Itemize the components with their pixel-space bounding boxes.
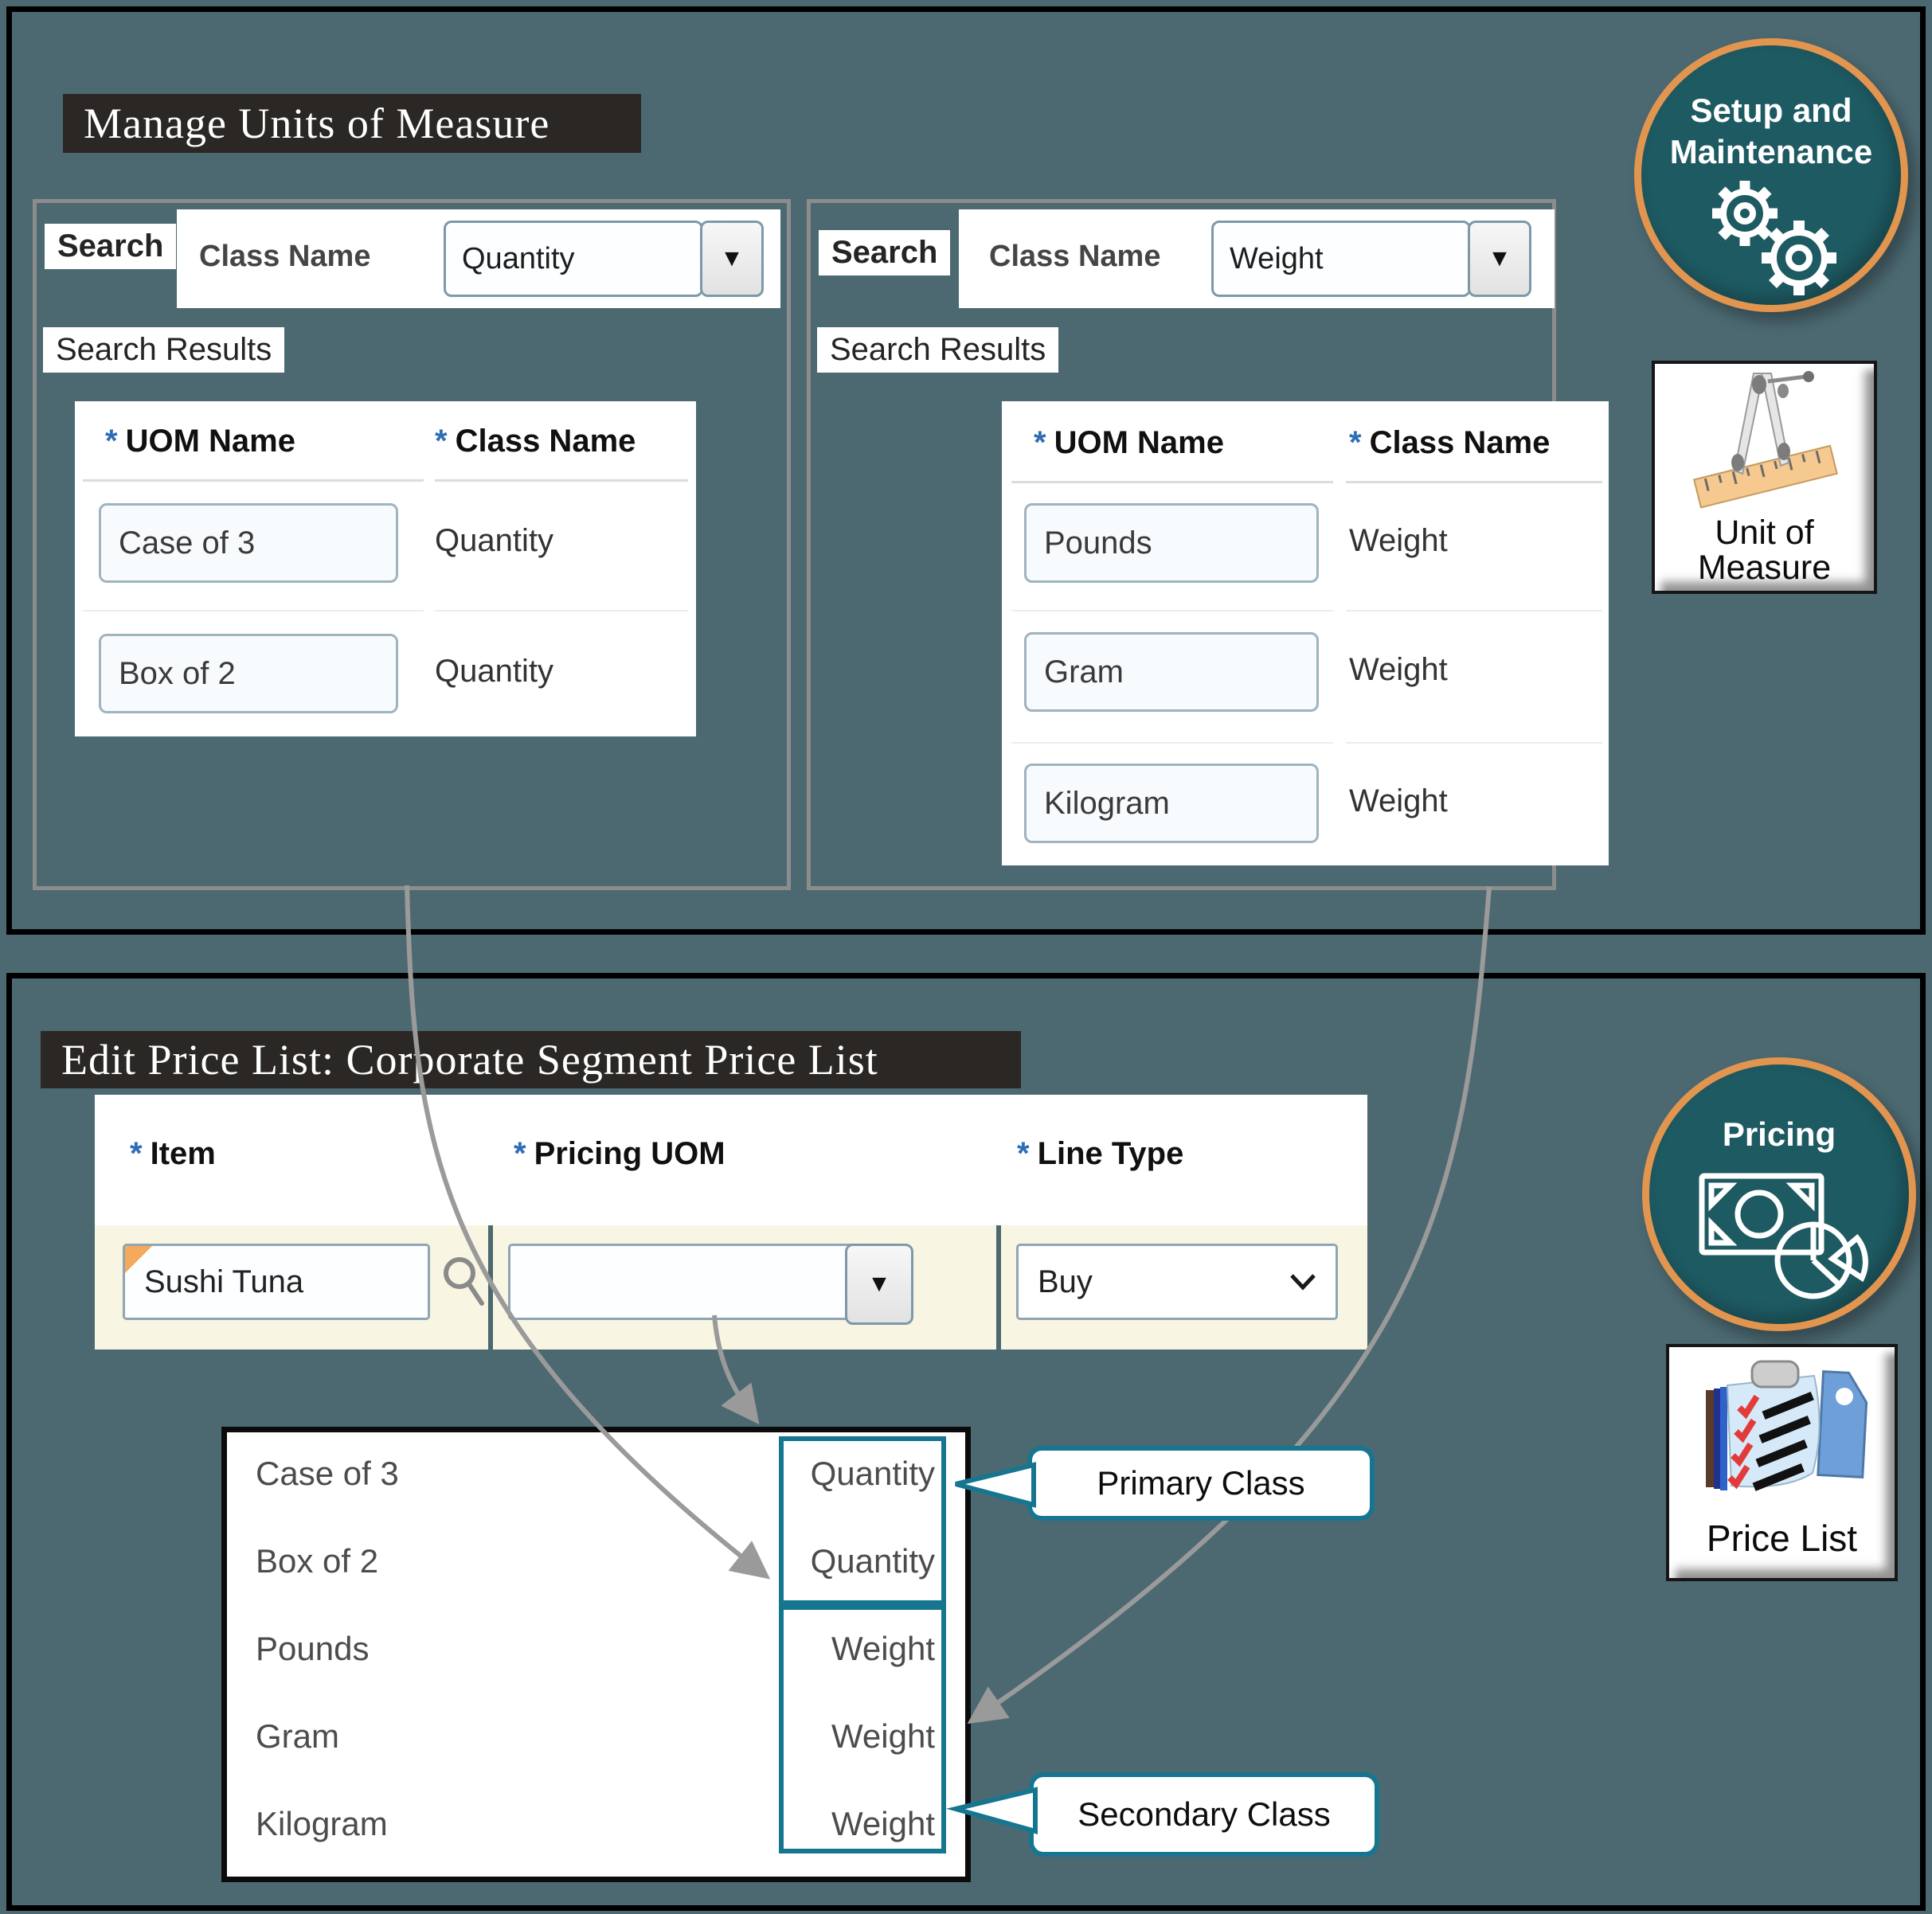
page-title-text: Manage Units of Measure — [84, 100, 550, 147]
badge-label: Setup and — [1690, 92, 1852, 129]
button-label: Price List — [1706, 1518, 1858, 1559]
list-item[interactable]: Kilogram — [256, 1805, 388, 1842]
quantity-search-panel: Search Class Name Quantity ▼ Search Resu… — [33, 199, 791, 890]
class-name-label: Class Name — [989, 240, 1161, 273]
button-label: Unit of — [1715, 514, 1814, 552]
class-value-cell: Weight — [1349, 783, 1448, 818]
primary-class-callout: Primary Class — [1027, 1446, 1375, 1521]
required-asterisk: * — [1349, 425, 1362, 460]
caliper-icon — [1693, 371, 1838, 509]
class-value-cell: Quantity — [435, 523, 553, 558]
manage-uom-section: Manage Units of Measure Search Class Nam… — [6, 6, 1926, 935]
list-item[interactable]: Gram — [256, 1717, 339, 1755]
edited-cell-flag — [125, 1246, 153, 1274]
quantity-results-table: *UOM Name *Class Name Case of 3 Quantity… — [75, 401, 696, 736]
weight-search-panel: Search Class Name Weight ▼ Search Result… — [807, 199, 1609, 890]
class-name-strip: Class Name Quantity ▼ — [177, 209, 780, 308]
item-column-header: *Item — [130, 1136, 216, 1171]
chevron-down-icon — [1290, 1274, 1316, 1291]
class-name-dropdown-button[interactable]: ▼ — [700, 221, 764, 297]
dropdown-arrow-icon: ▼ — [1488, 245, 1512, 271]
gears-icon — [1712, 181, 1836, 295]
required-asterisk: * — [1034, 425, 1046, 460]
class-name-dropdown-field[interactable]: Quantity — [444, 221, 703, 297]
class-name-value: Quantity — [462, 241, 575, 275]
search-results-label: Search Results — [43, 327, 285, 373]
class-name-dropdown-button[interactable]: ▼ — [1468, 221, 1531, 297]
row-divider — [83, 610, 424, 611]
search-label: Search — [45, 224, 177, 269]
secondary-class-callout: Secondary Class — [1029, 1772, 1379, 1857]
uom-name-input[interactable]: Gram — [1024, 632, 1319, 712]
class-name-label: Class Name — [199, 240, 371, 273]
required-asterisk: * — [130, 1136, 143, 1171]
badge-label: Pricing — [1722, 1115, 1836, 1153]
item-input[interactable]: Sushi Tuna — [123, 1244, 430, 1320]
secondary-class-box — [779, 1605, 946, 1853]
class-value-cell: Weight — [1349, 652, 1448, 687]
setup-and-maintenance-badge[interactable]: Setup and Maintenance — [1634, 38, 1908, 312]
class-value-cell: Weight — [1349, 523, 1448, 558]
class-name-dropdown-field[interactable]: Weight — [1211, 221, 1471, 297]
row-divider — [1011, 610, 1333, 611]
uom-name-header: *UOM Name — [1034, 425, 1224, 460]
row-divider — [1011, 742, 1333, 744]
line-type-select[interactable]: Buy — [1016, 1244, 1338, 1320]
class-value: Weight — [831, 1630, 935, 1667]
search-results-label: Search Results — [817, 327, 1059, 373]
row-divider — [1346, 742, 1602, 744]
class-value: Quantity — [810, 1455, 935, 1492]
class-value: Weight — [831, 1717, 935, 1755]
header-divider — [1011, 481, 1333, 483]
required-asterisk: * — [1017, 1136, 1030, 1171]
row-divider — [435, 610, 688, 611]
class-name-header: *Class Name — [1349, 425, 1551, 460]
class-name-strip: Class Name Weight ▼ — [959, 209, 1555, 308]
required-asterisk: * — [435, 424, 448, 459]
list-item[interactable]: Pounds — [256, 1630, 370, 1667]
header-divider — [435, 479, 688, 482]
row-divider — [1346, 610, 1602, 611]
money-pie-icon — [1699, 1173, 1868, 1299]
required-asterisk: * — [514, 1136, 526, 1171]
page-title-text: Edit Price List: Corporate Segment Price… — [61, 1036, 878, 1084]
class-name-header: *Class Name — [435, 424, 636, 459]
search-icon[interactable] — [440, 1256, 491, 1310]
dropdown-arrow-icon: ▼ — [867, 1271, 891, 1297]
pricing-uom-dropdown-field[interactable] — [508, 1244, 866, 1320]
price-list-button[interactable]: Price List — [1666, 1344, 1898, 1581]
header-divider — [83, 479, 424, 482]
pricing-uom-column-header: *Pricing UOM — [514, 1136, 725, 1171]
required-asterisk: * — [105, 424, 118, 459]
list-item[interactable]: Case of 3 — [256, 1455, 399, 1492]
class-value: Weight — [831, 1805, 935, 1842]
uom-dropdown-list: Case of 3 Box of 2 Pounds Gram Kilogram … — [221, 1427, 971, 1882]
page-title-edit-price-list: Edit Price List: Corporate Segment Price… — [41, 1031, 1021, 1088]
uom-name-header: *UOM Name — [105, 424, 295, 459]
pricing-badge[interactable]: Pricing — [1642, 1057, 1916, 1331]
search-label: Search — [819, 230, 951, 275]
primary-class-box — [779, 1436, 946, 1605]
pricing-uom-dropdown-button[interactable]: ▼ — [845, 1244, 913, 1325]
line-type-column-header: *Line Type — [1017, 1136, 1184, 1171]
header-divider — [1346, 481, 1602, 483]
button-label: Measure — [1697, 549, 1832, 587]
page-title-manage-uom: Manage Units of Measure — [63, 94, 641, 153]
uom-name-input[interactable]: Box of 2 — [99, 634, 398, 713]
class-value: Quantity — [810, 1542, 935, 1580]
uom-name-input[interactable]: Case of 3 — [99, 503, 398, 583]
unit-of-measure-button[interactable]: Unit of Measure — [1652, 361, 1877, 594]
price-list-form-header: *Item *Pricing UOM *Line Type — [95, 1095, 1367, 1225]
dropdown-arrow-icon: ▼ — [720, 245, 744, 271]
badge-label: Maintenance — [1669, 133, 1873, 170]
clipboard-tag-icon — [1706, 1360, 1868, 1491]
class-name-value: Weight — [1230, 241, 1324, 275]
uom-name-input[interactable]: Pounds — [1024, 503, 1319, 583]
list-item[interactable]: Box of 2 — [256, 1542, 379, 1580]
class-value-cell: Quantity — [435, 654, 553, 689]
weight-results-table: *UOM Name *Class Name Pounds Weight Gram… — [1002, 401, 1609, 865]
uom-name-input[interactable]: Kilogram — [1024, 764, 1319, 843]
